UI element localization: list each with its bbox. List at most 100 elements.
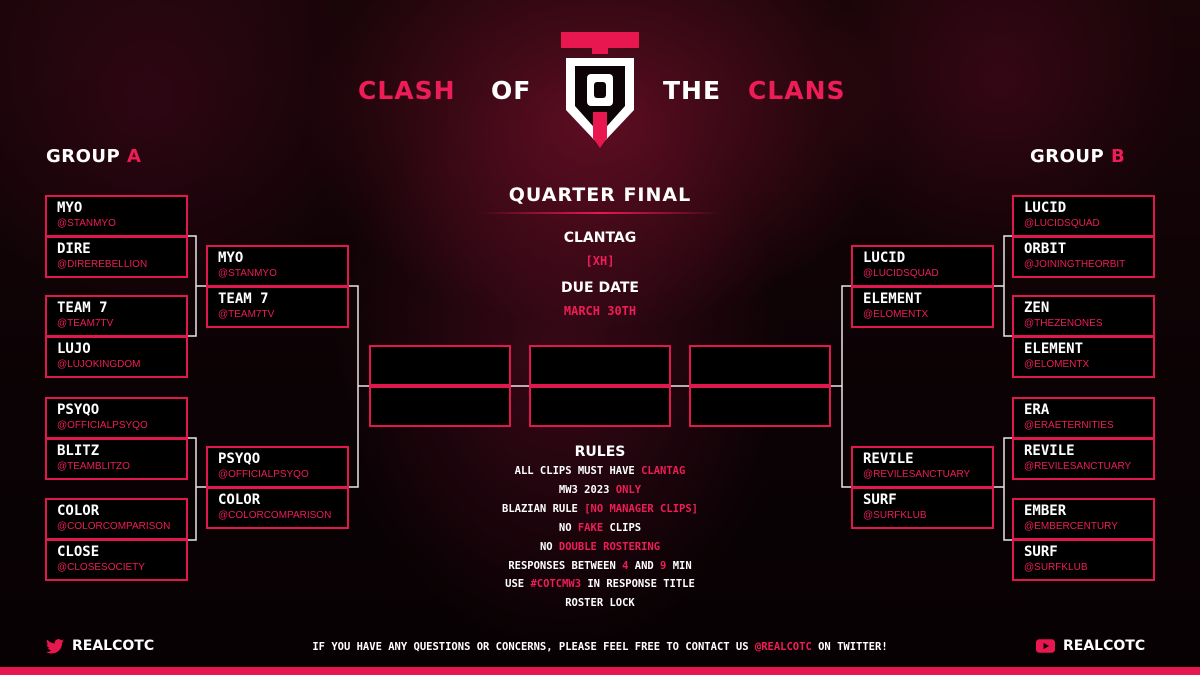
rule-highlight: DOUBLE ROSTERING — [558, 540, 661, 553]
rule-line: USE #COTCMW3 IN RESPONSE TITLE — [440, 575, 760, 594]
connector-line — [830, 285, 851, 488]
team-name: ERA — [1024, 402, 1050, 418]
rule-highlight: FAKE — [577, 521, 604, 534]
title-clash: CLASH — [358, 76, 456, 105]
rule-text: AND — [628, 559, 661, 572]
team-slot-a-r2-1: MYO @STANMYO — [206, 245, 349, 287]
team-handle: @EMBERCENTURY — [1024, 521, 1118, 532]
team-slot-a5: PSYQO @OFFICIALPSYQO — [45, 397, 188, 439]
team-slot-b4: ELEMENT @ELOMENTX — [1012, 336, 1155, 378]
team-slot-a-r2-2: TEAM 7 @TEAM7TV — [206, 286, 349, 328]
group-b-label: GROUP B — [1030, 146, 1125, 167]
team-slot-b3: ZEN @THEZENONES — [1012, 295, 1155, 337]
team-slot-a1: MYO @STANMYO — [45, 195, 188, 237]
team-handle: @JOININGTHEORBIT — [1024, 259, 1126, 270]
team-handle: @COLORCOMPARISON — [218, 510, 332, 521]
rule-highlight: 4 — [622, 559, 629, 572]
twitter-handle[interactable]: REALCOTC — [46, 638, 154, 654]
connector-line — [994, 235, 1012, 337]
rule-text: ALL CLIPS MUST HAVE — [514, 465, 642, 477]
group-label-text: GROUP — [1030, 146, 1105, 167]
connector-line — [349, 285, 370, 488]
team-handle: @TEAM7TV — [218, 309, 275, 320]
team-handle: @LUCIDSQUAD — [1024, 218, 1100, 229]
team-name: LUCID — [1024, 200, 1067, 216]
rule-line: BLAZIAN RULE [NO MANAGER CLIPS] — [440, 500, 760, 519]
team-handle: @REVILESANCTUARY — [1024, 461, 1132, 472]
team-name: TEAM 7 — [57, 300, 108, 316]
cotc-logo-icon — [561, 32, 639, 148]
youtube-handle[interactable]: REALCOTC — [1036, 638, 1145, 654]
rule-line: NO DOUBLE ROSTERING — [440, 538, 760, 557]
contact-message: IF YOU HAVE ANY QUESTIONS OR CONCERNS, P… — [300, 641, 900, 653]
group-letter: B — [1111, 146, 1126, 167]
team-name: LUCID — [863, 250, 906, 266]
youtube-handle-text: REALCOTC — [1063, 638, 1146, 654]
bottom-accent-bar — [0, 667, 1200, 675]
team-name: REVILE — [1024, 443, 1075, 459]
rules-heading: RULES — [574, 444, 626, 460]
team-name: SURF — [863, 492, 897, 508]
team-slot-a8: CLOSE @CLOSESOCIETY — [45, 539, 188, 581]
team-slot-b5: ERA @ERAETERNITIES — [1012, 397, 1155, 439]
twitter-icon — [46, 638, 64, 654]
team-slot-a-r2-3: PSYQO @OFFICIALPSYQO — [206, 446, 349, 488]
team-handle: @REVILESANCTUARY — [863, 469, 971, 480]
team-name: MYO — [218, 250, 244, 266]
round-title: QUARTER FINAL — [508, 184, 692, 206]
group-letter: A — [127, 146, 142, 167]
team-name: BLITZ — [57, 443, 100, 459]
contact-handle-link[interactable]: @REALCOTC — [754, 641, 812, 653]
team-handle: @SURFKLUB — [863, 510, 927, 521]
rule-line: RESPONSES BETWEEN 4 AND 9 MIN — [440, 557, 760, 576]
rule-text: MIN — [666, 559, 692, 572]
team-slot-b-r2-3: REVILE @REVILESANCTUARY — [851, 446, 994, 488]
team-name: ELEMENT — [1024, 341, 1084, 357]
rule-line: MW3 2023 ONLY — [440, 481, 760, 500]
semifinal-b-slot-1 — [689, 345, 831, 386]
round-title-underline — [478, 212, 722, 214]
rule-text: IN RESPONSE TITLE — [581, 578, 695, 591]
team-slot-b8: SURF @SURFKLUB — [1012, 539, 1155, 581]
team-handle: @STANMYO — [218, 268, 277, 279]
clantag-label: CLANTAG — [563, 230, 637, 246]
rule-text: MW3 2023 — [558, 483, 616, 496]
team-name: COLOR — [218, 492, 261, 508]
due-date-value: MARCH 30TH — [563, 304, 637, 318]
final-slot-1 — [529, 345, 671, 386]
team-name: CLOSE — [57, 544, 100, 560]
youtube-icon — [1036, 639, 1055, 653]
team-name: ELEMENT — [863, 291, 923, 307]
team-slot-b2: ORBIT @JOININGTHEORBIT — [1012, 236, 1155, 278]
group-a-label: GROUP A — [46, 146, 141, 167]
rule-text: NO — [558, 521, 578, 534]
rule-text: NO — [539, 540, 559, 553]
final-slot-2 — [529, 386, 671, 427]
contact-text: IF YOU HAVE ANY QUESTIONS OR CONCERNS, P… — [312, 641, 755, 653]
team-name: EMBER — [1024, 503, 1067, 519]
semifinal-a-slot-2 — [369, 386, 511, 427]
semifinal-b-slot-2 — [689, 386, 831, 427]
connector-line — [994, 437, 1012, 541]
team-name: PSYQO — [218, 451, 261, 467]
team-handle: @OFFICIALPSYQO — [57, 420, 148, 431]
rule-text: BLAZIAN RULE — [502, 502, 585, 515]
team-slot-b-r2-1: LUCID @LUCIDSQUAD — [851, 245, 994, 287]
team-slot-a7: COLOR @COLORCOMPARISON — [45, 498, 188, 540]
team-name: LUJO — [57, 341, 91, 357]
rule-highlight: #COTCMW3 — [530, 578, 582, 591]
team-slot-a2: DIRE @DIREREBELLION — [45, 236, 188, 278]
team-name: REVILE — [863, 451, 914, 467]
connector-line — [188, 235, 206, 337]
rule-highlight: 9 — [660, 559, 667, 572]
team-name: DIRE — [57, 241, 91, 257]
team-handle: @OFFICIALPSYQO — [218, 469, 309, 480]
team-handle: @ERAETERNITIES — [1024, 420, 1114, 431]
team-handle: @TEAM7TV — [57, 318, 114, 329]
due-date-label: DUE DATE — [561, 280, 639, 296]
rule-line: ALL CLIPS MUST HAVE CLANTAG — [440, 462, 760, 481]
team-slot-b7: EMBER @EMBERCENTURY — [1012, 498, 1155, 540]
team-name: ORBIT — [1024, 241, 1067, 257]
team-name: PSYQO — [57, 402, 100, 418]
